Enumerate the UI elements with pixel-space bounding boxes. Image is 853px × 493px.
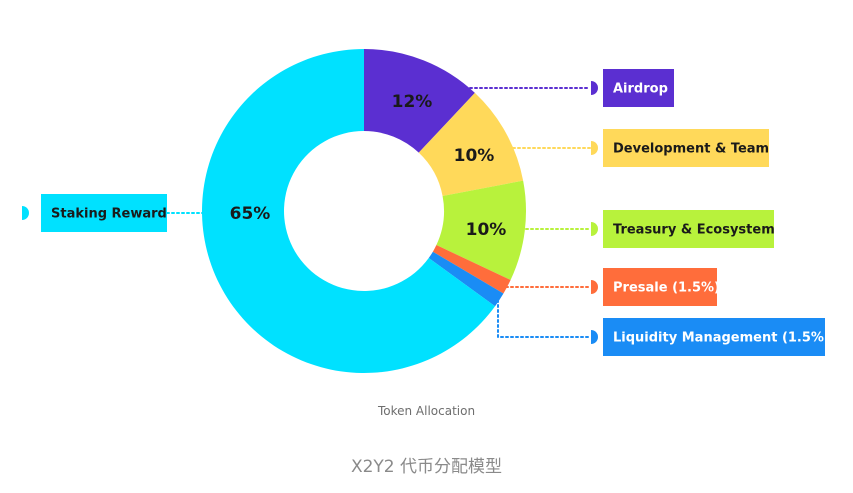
legend-box-liquidity-management-1-5 — [603, 318, 825, 356]
donut-slice-treasury-ecosystem — [436, 180, 527, 280]
legend-box-staking-reward — [41, 194, 167, 232]
slice-value-label: 12% — [392, 92, 433, 112]
donut-slice-development-team — [418, 92, 524, 197]
legend-marker-treasury-ecosystem — [591, 222, 598, 236]
slice-value-label: 65% — [230, 204, 271, 224]
slice-value-label: 10% — [454, 146, 495, 166]
legend-box-presale-1-5 — [603, 268, 717, 306]
legend-label-development-team: Development & Team — [613, 142, 769, 157]
legend-marker-staking-reward — [22, 206, 29, 220]
legend-box-development-team — [603, 129, 769, 167]
legend-label-treasury-ecosystem: Treasury & Ecosystem — [613, 223, 775, 238]
leader-line-liquidity-management-1-5 — [497, 299, 591, 338]
slice-value-label: 10% — [466, 220, 507, 240]
legend-marker-airdrop — [591, 81, 598, 95]
legend-marker-liquidity-management-1-5 — [591, 330, 598, 344]
legend-box-treasury-ecosystem — [603, 210, 774, 248]
donut-slice-liquidity-management-1-5 — [428, 251, 504, 307]
donut-slice-staking-reward — [201, 49, 496, 374]
legend-marker-presale-1-5 — [591, 280, 598, 294]
legend-label-staking-reward: Staking Reward — [51, 207, 167, 222]
chart-caption: Token Allocation — [377, 404, 476, 418]
donut-slice-presale-1-5 — [432, 245, 511, 294]
legend-label-airdrop: Airdrop — [613, 82, 668, 97]
legend-box-airdrop — [603, 69, 674, 107]
legend-marker-development-team — [591, 141, 598, 155]
donut-slice-airdrop — [364, 49, 475, 153]
legend-label-presale-1-5: Presale (1.5%) — [613, 281, 720, 296]
figure-title: X2Y2 代币分配模型 — [350, 457, 503, 477]
legend-label-liquidity-management-1-5: Liquidity Management (1.5%) — [613, 331, 830, 346]
